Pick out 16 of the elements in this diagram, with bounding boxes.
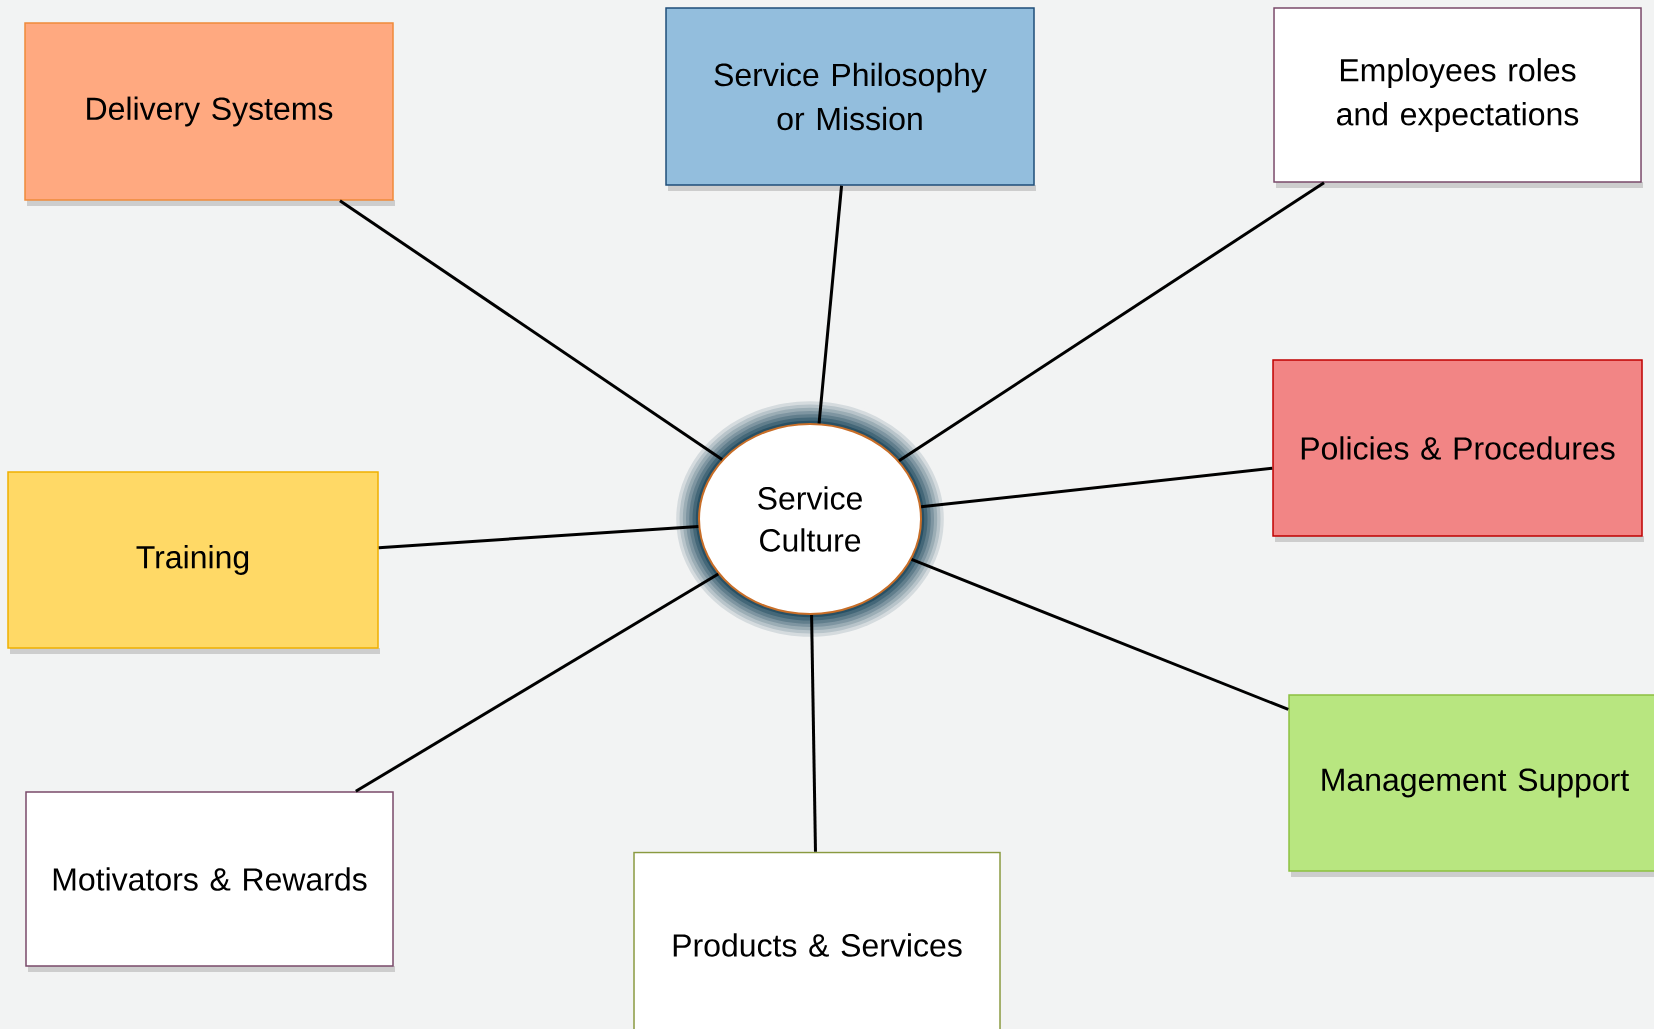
topic-box: Training bbox=[7, 471, 380, 654]
connector-line bbox=[378, 524, 699, 550]
topic-box: Products & Services bbox=[633, 851, 1001, 1029]
topic-box: Delivery Systems bbox=[24, 22, 395, 206]
connector-line bbox=[339, 199, 723, 461]
topic-box: Management Support bbox=[1288, 694, 1654, 877]
topic-box: Motivators & Rewards bbox=[25, 791, 395, 972]
connector-line bbox=[920, 466, 1273, 509]
topic-box: Policies & Procedures bbox=[1272, 359, 1644, 542]
connector-line bbox=[911, 558, 1289, 711]
connector-line bbox=[810, 614, 817, 852]
topic-box: Service Philosophy or Mission bbox=[665, 7, 1036, 191]
connector-line bbox=[898, 181, 1325, 462]
topic-box: Employees roles and expectations bbox=[1273, 7, 1643, 188]
connector-line bbox=[355, 572, 719, 793]
connector-line bbox=[817, 185, 844, 424]
